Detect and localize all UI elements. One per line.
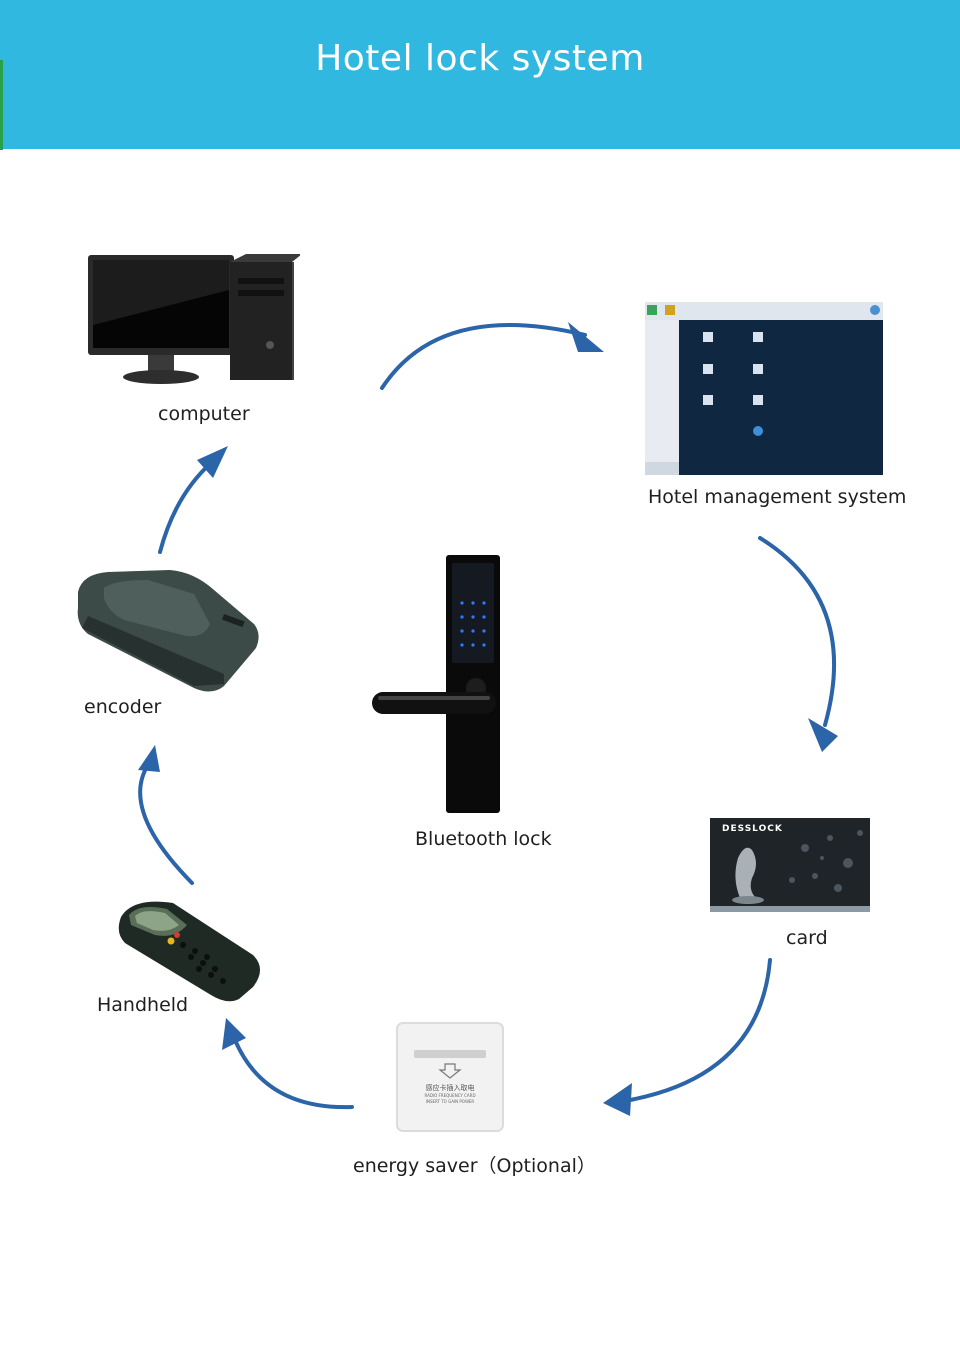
- arrow-card-to-energy: [628, 958, 772, 1102]
- page-title: Hotel lock system: [315, 38, 645, 79]
- arrow-energy-to-handheld: [233, 1038, 354, 1110]
- arrow-encoder-to-computer: [158, 460, 214, 554]
- arrowhead-handheld: [222, 1018, 246, 1050]
- encoder-node: [74, 568, 262, 696]
- handheld-node: [115, 895, 265, 1005]
- handheld-label: Handheld: [97, 994, 189, 1016]
- arrowhead-card: [808, 718, 838, 752]
- bluetooth-lock-icon: [372, 555, 500, 813]
- arrowhead-hms: [568, 322, 604, 352]
- hms-label: Hotel management system: [648, 486, 907, 508]
- handheld-terminal-icon: [118, 901, 260, 1002]
- energy-saver-plate-en1: RADIO FREQUENCY CARD: [424, 1093, 476, 1098]
- computer-icon: [88, 254, 302, 384]
- card-node: DESSLOCK: [710, 818, 870, 912]
- energy-saver-plate-en2: INSERT TO GAIN POWER: [425, 1099, 475, 1104]
- header-banner: Hotel lock system: [0, 0, 960, 150]
- arrow-handheld-to-encoder: [138, 763, 194, 885]
- software-window-icon: [645, 302, 883, 475]
- energy-saver-node: 感应卡插入取电 RADIO FREQUENCY CARD INSERT TO G…: [396, 1022, 504, 1132]
- lock-label: Bluetooth lock: [415, 828, 552, 850]
- arrow-computer-to-hms: [380, 323, 587, 390]
- card-brand: DESSLOCK: [722, 824, 783, 834]
- arrowhead-computer: [197, 446, 228, 478]
- arrow-hms-to-card: [758, 536, 837, 727]
- computer-node: [80, 250, 302, 390]
- energy-saver-plate-cn: 感应卡插入取电: [425, 1084, 475, 1092]
- arrowhead-energy: [603, 1083, 632, 1116]
- energy-saver-label: energy saver（Optional）: [353, 1155, 596, 1177]
- hms-node: [645, 302, 883, 475]
- card-encoder-icon: [77, 570, 259, 692]
- lock-node: [372, 555, 502, 815]
- computer-label: computer: [158, 403, 250, 425]
- arrowhead-encoder: [138, 745, 160, 772]
- rfid-card-icon: [710, 818, 870, 912]
- card-label: card: [786, 927, 828, 949]
- encoder-label: encoder: [84, 696, 162, 718]
- header-accent-bar: [0, 60, 3, 150]
- energy-saver-switch-icon: [396, 1022, 504, 1132]
